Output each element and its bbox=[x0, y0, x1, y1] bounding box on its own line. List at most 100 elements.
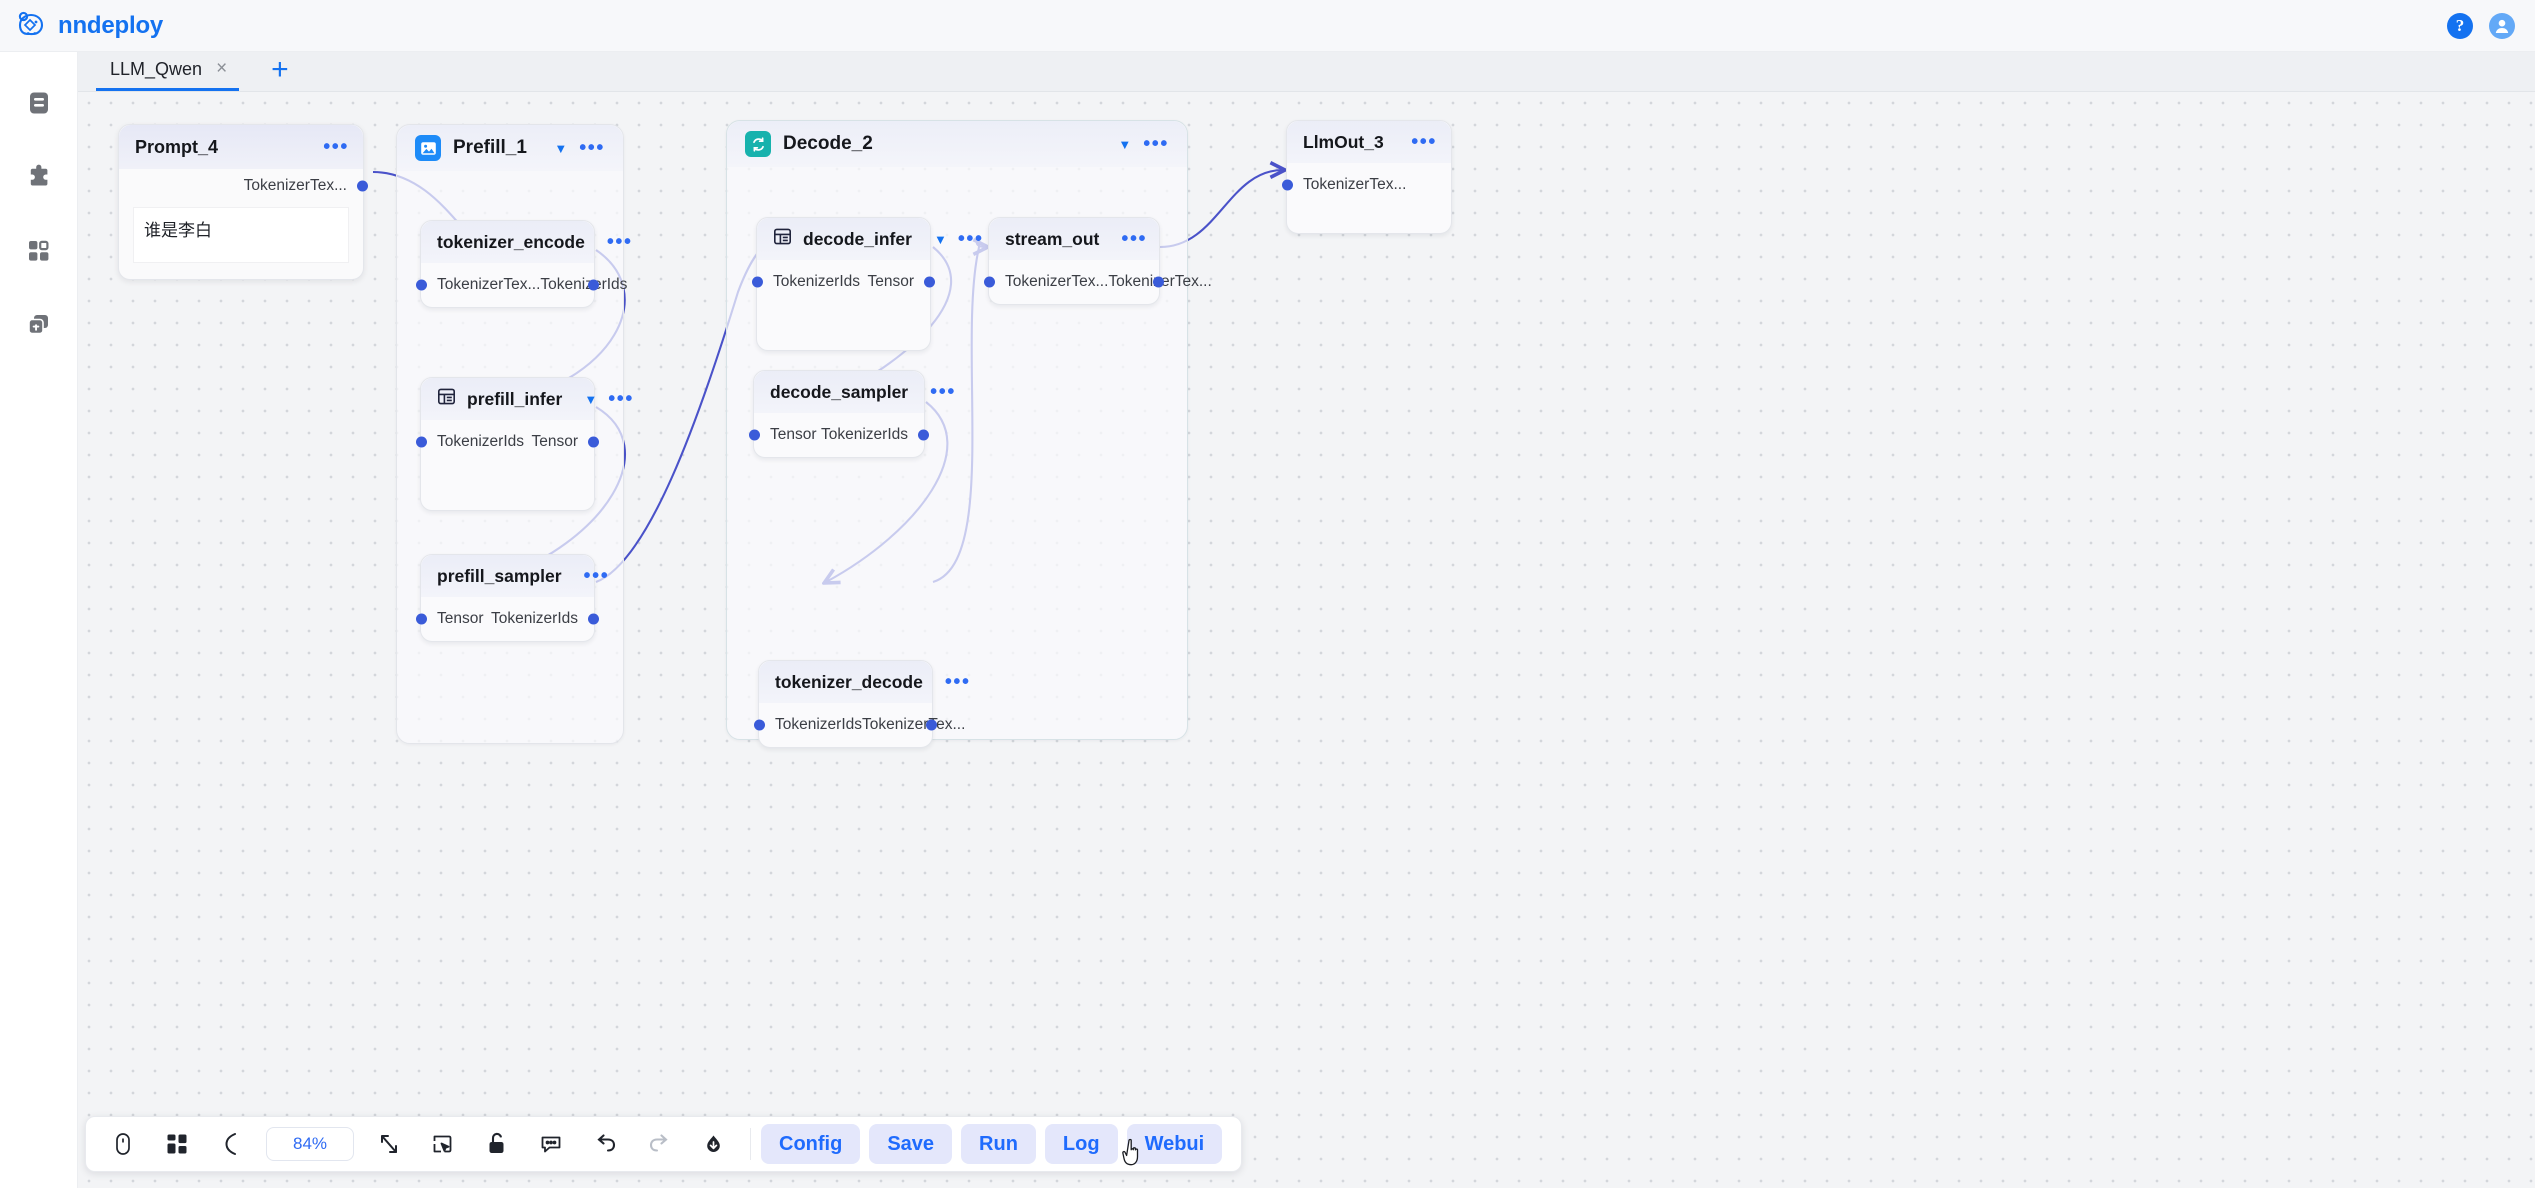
user-avatar-icon[interactable] bbox=[2489, 12, 2515, 39]
config-button[interactable]: Config bbox=[761, 1124, 861, 1164]
node-header: LlmOut_3 ••• bbox=[1287, 121, 1451, 163]
node-prompt-4[interactable]: Prompt_4 ••• TokenizerTex... 谁是李白 bbox=[118, 124, 368, 280]
node-menu-icon[interactable]: ••• bbox=[957, 228, 984, 250]
node-llmout-3[interactable]: LlmOut_3 ••• TokenizerTex... bbox=[1282, 120, 1452, 234]
node-menu-icon[interactable]: ••• bbox=[1411, 131, 1437, 153]
port-dot-input[interactable] bbox=[416, 613, 427, 625]
prompt-text-input[interactable]: 谁是李白 bbox=[133, 207, 349, 263]
group-menu-icon[interactable]: ••• bbox=[1143, 133, 1169, 155]
chevron-down-icon[interactable]: ▼ bbox=[554, 140, 568, 156]
sidebar-item-new-node[interactable] bbox=[19, 308, 59, 342]
node-menu-icon[interactable]: ••• bbox=[323, 136, 349, 158]
run-button[interactable]: Run bbox=[961, 1124, 1036, 1164]
group-header: Decode_2 ▼ ••• bbox=[727, 121, 1187, 167]
node-header: Prompt_4 ••• bbox=[119, 125, 363, 169]
node-menu-icon[interactable]: ••• bbox=[944, 671, 971, 693]
port-row: TokenizerTex... TokenizerTex... bbox=[984, 260, 1212, 304]
group-title: Decode_2 bbox=[783, 133, 873, 154]
node-title: tokenizer_decode bbox=[775, 671, 923, 692]
port-row: TokenizerIds Tensor bbox=[752, 260, 935, 304]
chevron-down-icon[interactable]: ▼ bbox=[1118, 136, 1132, 152]
node-header: tokenizer_decode ••• bbox=[759, 661, 969, 703]
loop-icon bbox=[745, 131, 771, 157]
port-label-output: TokenizerIds bbox=[540, 276, 628, 293]
mouse-pointer-icon[interactable] bbox=[96, 1118, 150, 1170]
port-dot-input[interactable] bbox=[749, 429, 760, 441]
port-label-input: TokenizerIds bbox=[775, 716, 863, 733]
bracket-icon[interactable] bbox=[204, 1118, 258, 1170]
node-menu-icon[interactable]: ••• bbox=[930, 381, 956, 403]
node-menu-icon[interactable]: ••• bbox=[606, 231, 633, 253]
group-header: Prefill_1 ▼ ••• bbox=[397, 125, 623, 171]
port-dot-output[interactable] bbox=[588, 436, 599, 448]
port-label-output: Tensor bbox=[867, 273, 914, 290]
left-sidebar bbox=[0, 52, 78, 1188]
grid-icon bbox=[27, 239, 51, 263]
puzzle-icon bbox=[26, 164, 52, 190]
port-dot-output[interactable] bbox=[588, 613, 599, 625]
port-row: TokenizerTex... bbox=[1282, 163, 1451, 207]
node-tokenizer-decode[interactable]: tokenizer_decode ••• TokenizerIds Tokeni… bbox=[754, 660, 969, 748]
group-menu-icon[interactable]: ••• bbox=[579, 137, 605, 159]
node-menu-icon[interactable]: ••• bbox=[583, 565, 610, 587]
port-dot-input[interactable] bbox=[984, 276, 995, 288]
port-dot-input[interactable] bbox=[416, 436, 427, 448]
node-title: prefill_infer bbox=[467, 388, 563, 409]
layout-icon bbox=[437, 387, 456, 411]
undo-icon[interactable] bbox=[578, 1118, 632, 1170]
node-title: decode_infer bbox=[803, 228, 912, 249]
port-dot-output[interactable] bbox=[924, 276, 935, 288]
download-icon[interactable] bbox=[686, 1118, 740, 1170]
close-icon[interactable]: × bbox=[216, 58, 228, 79]
node-tokenizer-encode[interactable]: tokenizer_encode ••• TokenizerTex... Tok… bbox=[416, 220, 631, 308]
save-button[interactable]: Save bbox=[869, 1124, 953, 1164]
node-header: tokenizer_encode ••• bbox=[421, 221, 631, 263]
help-circle-icon[interactable]: ? bbox=[2447, 12, 2473, 39]
port-row: TokenizerTex... TokenizerIds bbox=[416, 263, 627, 307]
unlock-icon[interactable] bbox=[470, 1118, 524, 1170]
zoom-level-input[interactable]: 84% bbox=[266, 1127, 354, 1161]
tab-strip: LLM_Qwen × + bbox=[78, 52, 2535, 92]
port-dot-input[interactable] bbox=[416, 279, 427, 291]
tab-llm-qwen[interactable]: LLM_Qwen × bbox=[96, 58, 240, 91]
webui-button[interactable]: Webui bbox=[1126, 1124, 1223, 1164]
document-icon bbox=[27, 90, 51, 116]
port-dot-input[interactable] bbox=[754, 719, 765, 731]
node-title: LlmOut_3 bbox=[1303, 131, 1384, 152]
flow-canvas[interactable]: Prompt_4 ••• TokenizerTex... 谁是李白 Prefil… bbox=[78, 92, 2535, 1188]
sidebar-item-plugins[interactable] bbox=[19, 160, 59, 194]
select-box-icon[interactable] bbox=[416, 1118, 470, 1170]
port-dot-output[interactable] bbox=[1153, 276, 1164, 288]
node-header: decode_infer ▼ ••• bbox=[757, 218, 982, 260]
grid-layout-icon[interactable] bbox=[150, 1118, 204, 1170]
port-dot-output[interactable] bbox=[926, 719, 937, 731]
port-label-input: TokenizerIds bbox=[773, 273, 861, 290]
port-label-output: Tensor bbox=[531, 433, 578, 450]
node-body bbox=[1287, 207, 1451, 233]
node-menu-icon[interactable]: ••• bbox=[608, 388, 634, 410]
tab-label: LLM_Qwen bbox=[110, 58, 203, 79]
add-layers-icon bbox=[26, 313, 52, 337]
sidebar-item-templates[interactable] bbox=[19, 234, 59, 268]
chevron-down-icon[interactable]: ▼ bbox=[933, 231, 947, 247]
node-menu-icon[interactable]: ••• bbox=[1121, 228, 1148, 250]
node-stream-out[interactable]: stream_out ••• TokenizerTex... Tokenizer… bbox=[984, 217, 1212, 305]
node-prefill-sampler[interactable]: prefill_sampler ••• Tensor TokenizerIds bbox=[416, 554, 608, 642]
port-dot-input[interactable] bbox=[1282, 179, 1293, 191]
port-dot-output[interactable] bbox=[588, 279, 599, 291]
redo-icon[interactable] bbox=[632, 1118, 686, 1170]
node-prefill-infer[interactable]: prefill_infer ▼ ••• TokenizerIds Tensor bbox=[416, 377, 632, 511]
comment-icon[interactable] bbox=[524, 1118, 578, 1170]
node-decode-infer[interactable]: decode_infer ▼ ••• TokenizerIds Tensor bbox=[752, 217, 982, 351]
fit-view-icon[interactable] bbox=[362, 1118, 416, 1170]
sidebar-item-document[interactable] bbox=[19, 86, 59, 120]
port-dot-input[interactable] bbox=[752, 276, 763, 288]
node-decode-sampler[interactable]: decode_sampler ••• Tensor TokenizerIds bbox=[749, 370, 954, 458]
port-label-input: TokenizerTex... bbox=[1005, 273, 1109, 290]
node-title: tokenizer_encode bbox=[437, 231, 585, 252]
add-tab-button[interactable]: + bbox=[271, 53, 289, 86]
port-dot-output[interactable] bbox=[918, 429, 929, 441]
port-dot-output[interactable] bbox=[357, 180, 368, 192]
log-button[interactable]: Log bbox=[1044, 1124, 1118, 1164]
chevron-down-icon[interactable]: ▼ bbox=[584, 391, 598, 407]
